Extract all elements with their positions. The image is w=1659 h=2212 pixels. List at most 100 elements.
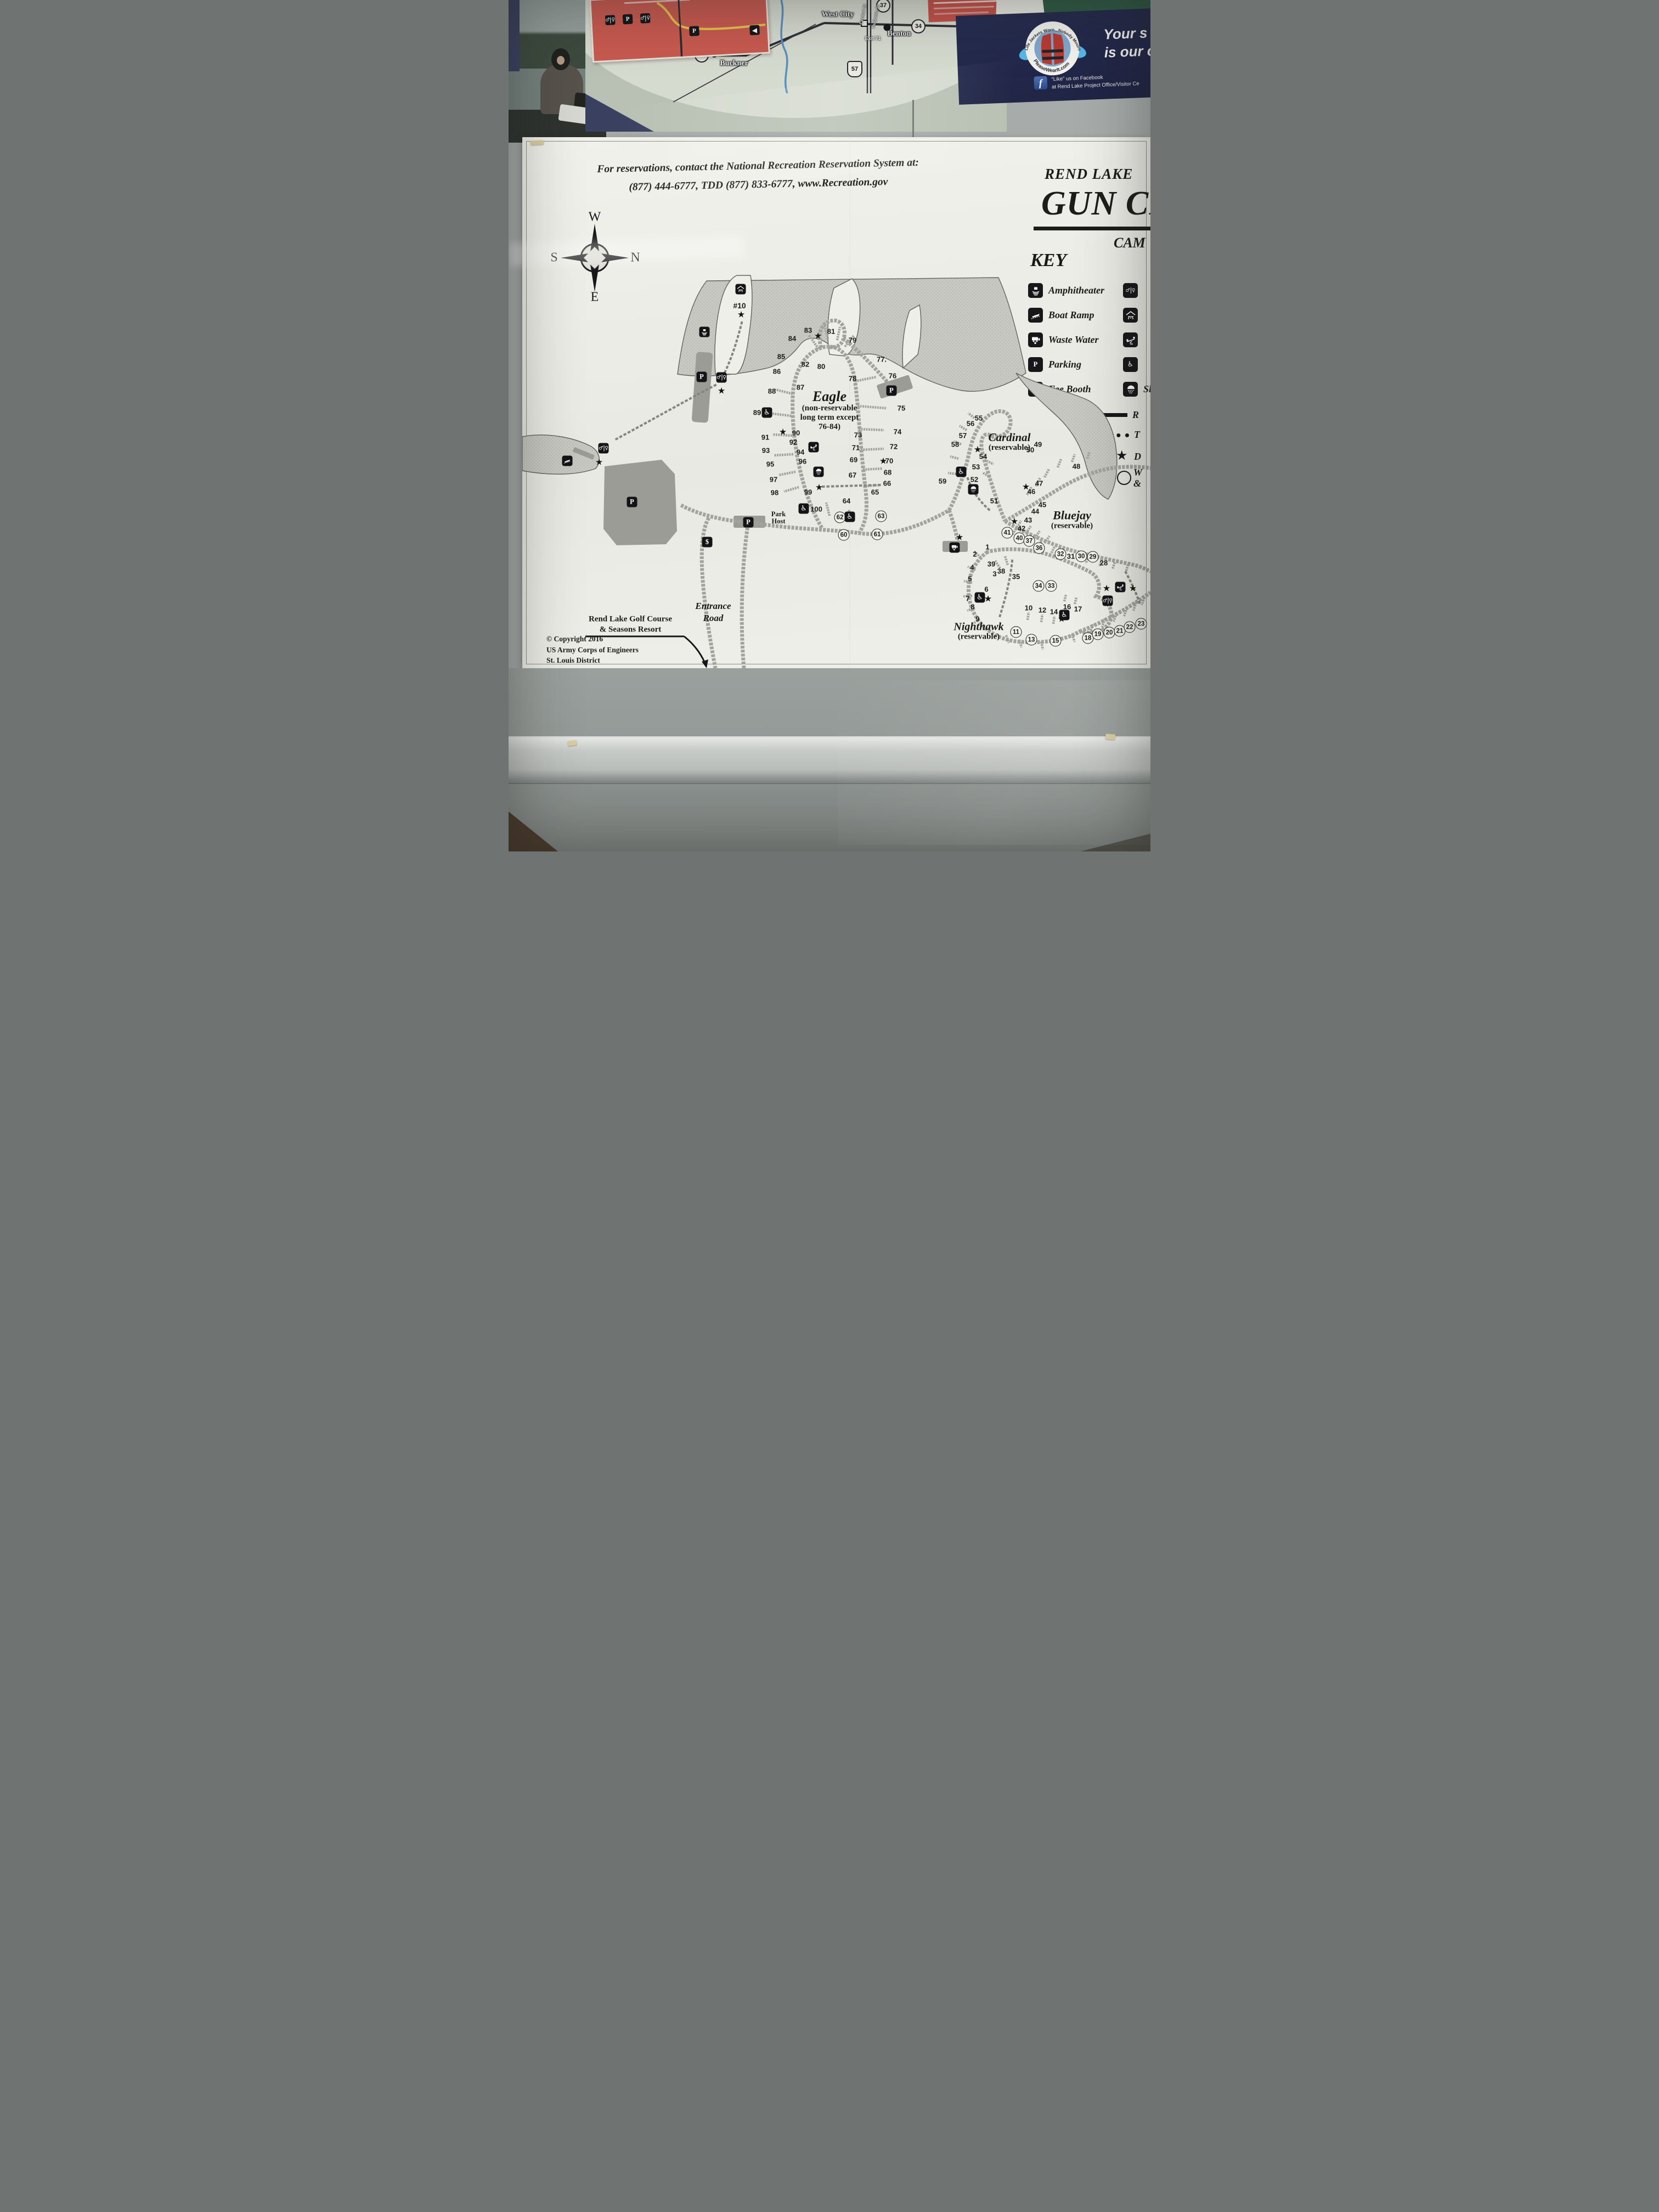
tape-bit bbox=[530, 140, 544, 145]
wheelchair-icon: ♿ bbox=[956, 466, 967, 477]
area-name: Nighthawk bbox=[953, 620, 1004, 633]
area-subtitle: 76-84) bbox=[818, 422, 840, 431]
boat-ramp-icon bbox=[562, 455, 573, 466]
town-label-west-city: West City bbox=[821, 10, 854, 19]
campground-map-poster: For reservations, contact the National R… bbox=[522, 137, 1150, 668]
tent-pad-star: ★ bbox=[737, 309, 746, 320]
life-jacket-logo: Life Jackets Worn...Nobody Mourns Please… bbox=[1016, 12, 1086, 76]
site-number-2: 2 bbox=[973, 550, 977, 558]
map-base-drawing bbox=[522, 275, 1150, 668]
site-number-1: 1 bbox=[985, 543, 990, 551]
site-number-34: 34 bbox=[1032, 580, 1045, 592]
paper-crease bbox=[849, 137, 851, 668]
site-number-6: 6 bbox=[984, 585, 989, 594]
key-row-waste-water: Waste Water bbox=[1028, 332, 1099, 347]
site-number-99: 99 bbox=[804, 488, 812, 496]
site-number-74: 74 bbox=[893, 427, 902, 436]
site-number-30: 30 bbox=[1075, 550, 1087, 562]
site-number-46: 46 bbox=[1027, 487, 1036, 496]
site-number-56: 56 bbox=[966, 419, 975, 428]
key-row-shower: Sl bbox=[1123, 382, 1150, 397]
site-number-45: 45 bbox=[1038, 500, 1047, 509]
site-number-50: 50 bbox=[1026, 445, 1035, 454]
site-number-64: 64 bbox=[842, 496, 851, 505]
bulletin-board-photo: West CityBentonChristopherBuckner3734145… bbox=[509, 0, 1150, 851]
site-number-55: 55 bbox=[974, 414, 983, 422]
compass-top: W bbox=[588, 210, 601, 224]
site-number-23: 23 bbox=[1135, 618, 1147, 630]
road-legend-symbol bbox=[1101, 413, 1127, 417]
restroom-icon: ♂♀ bbox=[1123, 283, 1138, 298]
site-number-95: 95 bbox=[766, 460, 775, 469]
glass-seam bbox=[912, 100, 914, 137]
tape-bit bbox=[1105, 733, 1116, 740]
site-number-11: 11 bbox=[1010, 626, 1022, 638]
highway-shield-34: 34 bbox=[911, 19, 926, 33]
site-number-82: 82 bbox=[801, 360, 810, 369]
site-number-85: 85 bbox=[777, 352, 786, 361]
site-number-80: 80 bbox=[817, 362, 826, 371]
picnic-icon bbox=[1123, 308, 1138, 323]
tent-pad-star: ★ bbox=[1057, 613, 1066, 624]
tent-pad-star: ★ bbox=[1102, 583, 1111, 594]
site-number-75: 75 bbox=[897, 404, 906, 413]
compass-right: N bbox=[630, 250, 640, 265]
site-number-53: 53 bbox=[972, 462, 980, 471]
area-label-cardinal: Cardinal(reservable) bbox=[988, 432, 1030, 453]
parking-icon: P bbox=[886, 385, 897, 396]
compass-rose: W S N E bbox=[550, 210, 640, 304]
site-number-59: 59 bbox=[938, 477, 947, 486]
copyright-line2: US Army Corps of Engineers bbox=[546, 645, 639, 654]
site-number-44: 44 bbox=[1031, 507, 1040, 516]
parking-icon: P bbox=[1028, 357, 1043, 372]
regional-roads bbox=[650, 0, 1006, 103]
exit-label: Exit 71 bbox=[865, 36, 881, 41]
star-legend-label: D bbox=[1134, 451, 1141, 462]
site-number-14: 14 bbox=[1049, 607, 1058, 616]
area-name: Cardinal bbox=[988, 431, 1031, 444]
site-number-60: 60 bbox=[838, 529, 850, 541]
site-number-93: 93 bbox=[761, 446, 770, 455]
golf-arrowhead bbox=[702, 659, 708, 668]
copyright-line3: St. Louis District bbox=[546, 656, 600, 665]
site-number-47: 47 bbox=[1035, 479, 1043, 488]
tent-pad-star: ★ bbox=[717, 385, 726, 396]
restroom-icon: ♂♀ bbox=[1102, 595, 1113, 606]
street-label: DuQuoin St bbox=[871, 4, 881, 29]
tent-pad-star: ★ bbox=[955, 532, 964, 543]
site-number-19: 19 bbox=[1092, 628, 1104, 640]
wheelchair-icon: ♿ bbox=[844, 511, 855, 522]
shower-icon bbox=[1123, 382, 1138, 397]
site-number-63: 63 bbox=[875, 510, 887, 522]
site-number-49: 49 bbox=[1034, 440, 1042, 449]
site-number-81: 81 bbox=[827, 327, 836, 336]
parking-icon: P bbox=[696, 371, 707, 382]
area-name: Eagle bbox=[812, 388, 847, 404]
golf-course-label: Rend Lake Golf Course& Seasons Resort bbox=[588, 614, 673, 634]
wheelchair-icon: ♿ bbox=[1059, 610, 1070, 620]
site-number-70: 70 bbox=[885, 456, 894, 465]
tent-pad-star: ★ bbox=[814, 330, 822, 341]
area-subtitle: (reservable) bbox=[988, 443, 1031, 453]
circle-legend-label: W & bbox=[1133, 467, 1142, 489]
area-subtitle: (non-reservable bbox=[802, 403, 857, 413]
title-underline bbox=[1034, 227, 1150, 230]
site-number-88: 88 bbox=[768, 387, 776, 396]
site-number-91: 91 bbox=[761, 433, 770, 442]
site-number-83: 83 bbox=[804, 326, 812, 335]
site-number-48: 48 bbox=[1072, 462, 1081, 471]
key-label: Sl bbox=[1143, 383, 1150, 394]
site-number-86: 86 bbox=[772, 367, 781, 376]
site-number-4: 4 bbox=[970, 563, 974, 572]
red-inset-map: ♂♀ P ♂♀ P ◀ bbox=[589, 0, 770, 63]
site-number-62: 62 bbox=[834, 511, 846, 523]
site-spurs bbox=[772, 324, 1146, 650]
site-number-35: 35 bbox=[1012, 572, 1020, 581]
site-number-5: 5 bbox=[968, 574, 972, 583]
site-number-22: 22 bbox=[1124, 621, 1136, 633]
